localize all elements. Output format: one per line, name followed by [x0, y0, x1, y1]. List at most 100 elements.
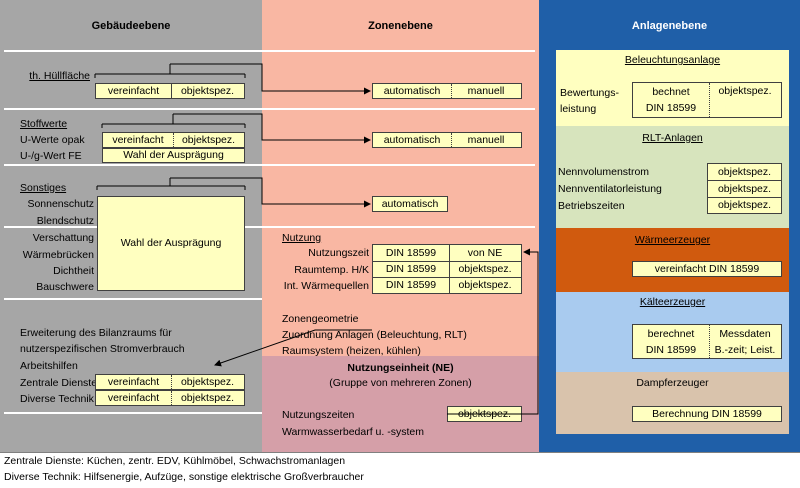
arrow-u-werte — [173, 113, 371, 144]
option-vereinfacht[interactable]: vereinfacht — [107, 391, 160, 404]
sonstiges-item: Dichtheit — [53, 265, 94, 277]
rlt-values-box: objektspez. objektspez. objektspez. — [707, 163, 782, 214]
kaelte-cell-b2[interactable]: B.-zeit; Leist. — [714, 343, 776, 356]
ne-section — [262, 356, 539, 452]
nutzung-cell-b[interactable]: objektspez. — [458, 262, 512, 275]
kaelte-cell-b1[interactable]: Messdaten — [719, 327, 771, 340]
label-huellflaeche: th. Hüllfläche — [29, 70, 90, 82]
zone-row3-value-box[interactable]: automatisch — [372, 196, 448, 212]
arrow-arbeitshilfen — [214, 329, 372, 367]
label-arbeitshilfen: Arbeitshilfen — [20, 360, 78, 372]
label-ug-wert: U-/g-Wert FE — [20, 150, 82, 162]
label-zentrale-dienste: Zentrale Dienste — [20, 377, 98, 389]
nutzung-row-label: Raumtemp. H/K — [294, 264, 369, 276]
separator-5 — [4, 298, 262, 300]
zentrale-options-box: vereinfacht objektspez. — [95, 374, 245, 390]
footer — [0, 452, 800, 488]
option-vereinfacht[interactable]: vereinfacht — [107, 84, 160, 97]
beleuchtung-title: Beleuchtungsanlage — [624, 54, 721, 66]
nutzung-row-label: Nutzungszeit — [308, 247, 369, 259]
bewertung-cell-b[interactable]: objektspez. — [718, 85, 772, 97]
separator-4 — [4, 226, 535, 228]
label-ne-nutzungszeiten: Nutzungszeiten — [282, 409, 355, 421]
diverse-options-box: vereinfacht objektspez. — [95, 390, 245, 406]
header-zonenebene: Zonenebene — [368, 20, 433, 32]
option-objektspez[interactable]: objektspez. — [181, 133, 236, 146]
u-werte-options-box: vereinfacht objektspez. — [102, 132, 245, 148]
footer-line-1: Zentrale Dienste: Küchen, zentr. EDV, Kü… — [4, 455, 346, 467]
arrow-huellflaeche — [170, 63, 371, 95]
option-automatisch[interactable]: automatisch — [383, 84, 441, 97]
rlt-row-label: Nennvolumenstrom — [558, 166, 650, 178]
kaelte-title: Kälteerzeuger — [639, 296, 706, 308]
nutzung-cell-b[interactable]: von NE — [467, 246, 503, 259]
option-automatisch[interactable]: automatisch — [383, 133, 441, 146]
bewertung-box: bechnet DIN 18599 objektspez. — [632, 82, 782, 118]
kaelte-cell-a2[interactable]: DIN 18599 — [645, 343, 697, 356]
nutzung-table: DIN 18599 von NE DIN 18599 objektspez. D… — [372, 244, 522, 294]
bracket-sonstiges — [96, 178, 246, 190]
kaelte-cell-a1[interactable]: berechnet — [647, 327, 695, 340]
label-diverse-technik: Diverse Technik — [20, 393, 94, 405]
kaelte-box: berechnet DIN 18599 Messdaten B.-zeit; L… — [632, 324, 782, 359]
separator-6 — [4, 412, 262, 414]
sonstiges-item: Wärmebrücken — [22, 249, 94, 261]
waerme-title: Wärmeerzeuger — [634, 234, 711, 246]
zone-row2-options-box: automatisch manuell — [372, 132, 522, 148]
label-stoffwerte: Stoffwerte — [20, 118, 68, 130]
zone-column — [262, 0, 539, 356]
label-sonstiges: Sonstiges — [20, 182, 67, 194]
option-objektspez[interactable]: objektspez. — [180, 84, 235, 97]
ug-wert-value-box[interactable]: Wahl der Ausprägung — [102, 148, 245, 163]
bracket-huellflaeche — [94, 64, 246, 78]
rlt-value[interactable]: objektspez. — [717, 165, 772, 178]
option-manuell[interactable]: manuell — [467, 133, 505, 146]
rlt-row-label: Nennventilatorleistung — [558, 183, 662, 195]
bracket-u-werte — [101, 114, 246, 128]
nutzung-cell-b[interactable]: objektspez. — [458, 278, 512, 291]
arrow-sonstiges — [170, 177, 371, 208]
arrow-von-ne — [447, 248, 539, 415]
sonstiges-item: Sonnenschutz — [27, 198, 94, 210]
bewertung-cell-a2[interactable]: DIN 18599 — [645, 101, 697, 114]
header-anlagenebene: Anlagenebene — [631, 20, 708, 32]
option-objektspez[interactable]: objektspez. — [180, 375, 235, 388]
option-vereinfacht[interactable]: vereinfacht — [112, 133, 164, 146]
label-u-werte-opak: U-Werte opak — [20, 134, 85, 146]
huellflaeche-options-box: vereinfacht objektspez. — [95, 83, 245, 99]
label-erweiterung-1: Erweiterung des Bilanzraums für — [20, 327, 172, 339]
sonstiges-item: Blendschutz — [36, 215, 94, 227]
nutzung-cell-a[interactable]: DIN 18599 — [385, 262, 437, 275]
sonstiges-item: Verschattung — [32, 232, 94, 244]
dampf-value-box[interactable]: Berechnung DIN 18599 — [632, 406, 782, 422]
label-zonengeometrie: Zonengeometrie — [282, 313, 359, 325]
label-erweiterung-2: nutzerspezifischen Stromverbrauch — [20, 343, 185, 355]
label-raumsystem: Raumsystem (heizen, kühlen) — [282, 345, 421, 357]
separator-3 — [4, 164, 535, 166]
rlt-value[interactable]: objektspez. — [717, 182, 772, 195]
rlt-value[interactable]: objektspez. — [717, 198, 772, 211]
label-nutzung: Nutzung — [282, 232, 322, 244]
option-objektspez[interactable]: objektspez. — [180, 391, 235, 404]
separator-2 — [4, 108, 535, 110]
ne-subtitle: (Gruppe von mehreren Zonen) — [329, 377, 472, 389]
bewertung-cell-a1[interactable]: bechnet — [652, 85, 690, 98]
zone-row1-options-box: automatisch manuell — [372, 83, 522, 99]
nutzung-cell-a[interactable]: DIN 18599 — [385, 246, 437, 259]
section-waerme — [556, 228, 789, 292]
option-manuell[interactable]: manuell — [467, 84, 505, 97]
label-zuordnung: Zuordnung Anlagen (Beleuchtung, RLT) — [282, 329, 467, 341]
sonstiges-item: Bauschwere — [36, 281, 94, 293]
waerme-value-box[interactable]: vereinfacht DIN 18599 — [632, 261, 782, 277]
dampf-title: Dampferzeuger — [636, 377, 709, 389]
rlt-row-label: Betriebszeiten — [558, 200, 625, 212]
sonstiges-value-box[interactable]: Wahl der Ausprägung — [97, 196, 245, 291]
header-gebaeudeebene: Gebäudeebene — [91, 20, 171, 32]
rlt-title: RLT-Anlagen — [642, 132, 703, 144]
nutzung-row-label: Int. Wärmequellen — [283, 280, 369, 292]
ne-title: Nutzungseinheit (NE) — [347, 362, 454, 374]
option-vereinfacht[interactable]: vereinfacht — [107, 375, 160, 388]
nutzung-cell-a[interactable]: DIN 18599 — [385, 278, 437, 291]
label-bewertung-1: Bewertungs- — [560, 87, 619, 99]
